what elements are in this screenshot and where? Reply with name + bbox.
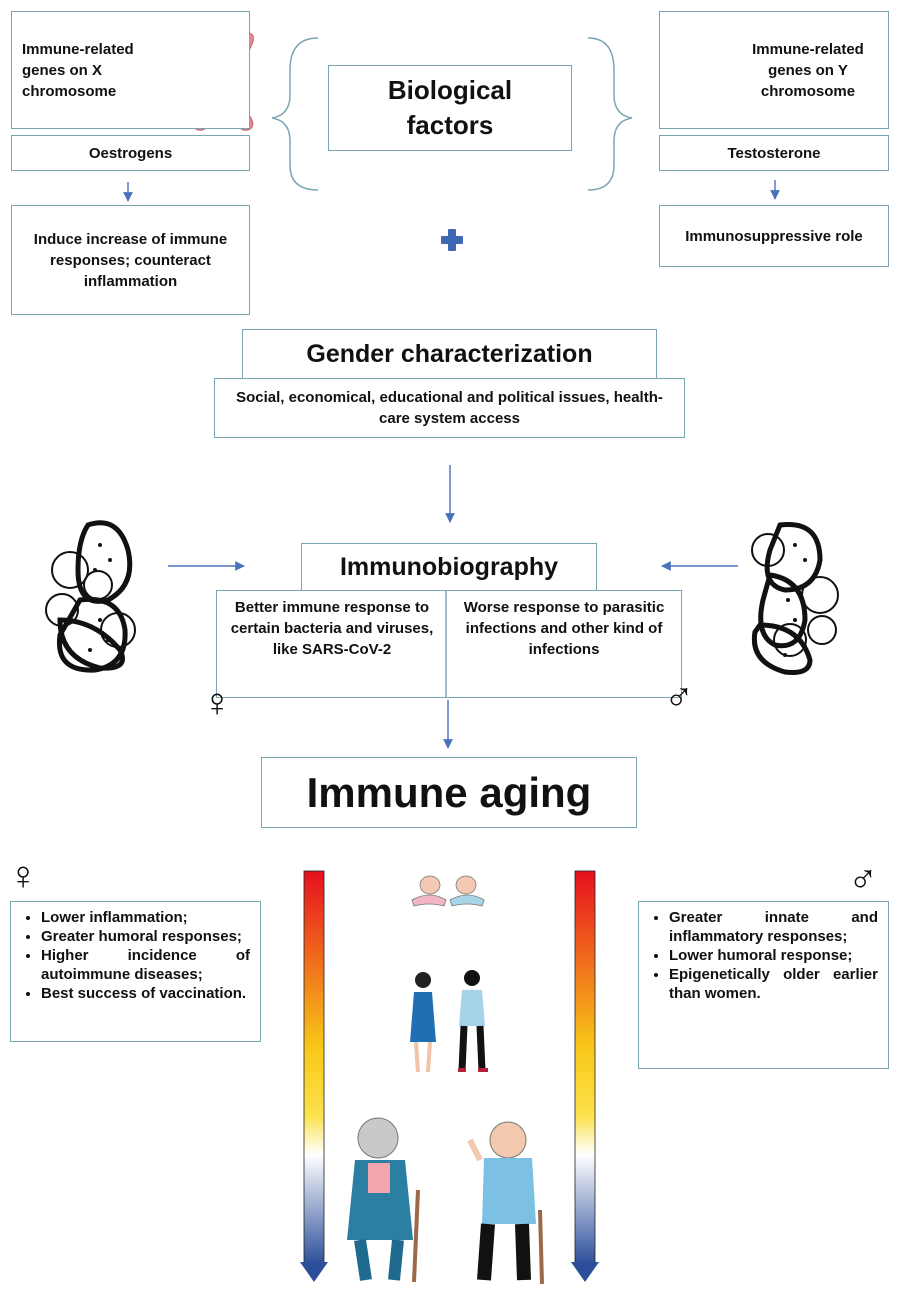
- biological-factors-box: Biological factors: [328, 65, 572, 151]
- female-aging-list: Lower inflammation; Greater humoral resp…: [10, 901, 261, 1042]
- male-aging-list: Greater innate and inflammatory response…: [638, 901, 889, 1069]
- immunobiography-details: Better immune response to certain bacter…: [216, 590, 682, 698]
- immunobiography-male-text: Worse response to parasitic infections a…: [463, 599, 665, 658]
- gender-characterization-title: Gender characterization: [306, 339, 593, 368]
- immunobiography-title: Immunobiography: [339, 552, 559, 581]
- right-brace: [587, 37, 633, 191]
- male-aging-item: Lower humoral response;: [669, 946, 878, 965]
- testosterone-effect-box: Immunosuppressive role: [659, 205, 889, 267]
- male-aging-symbol-icon: ♂: [848, 856, 878, 900]
- oestrogen-effect-box: Induce increase of immune responses; cou…: [11, 205, 250, 315]
- female-aging-symbol-icon: ♀: [8, 854, 38, 898]
- elderly-woman-icon: [347, 1117, 420, 1283]
- testosterone-effect-label: Immunosuppressive role: [685, 227, 863, 245]
- testosterone-box: Testosterone: [659, 135, 889, 171]
- male-aging-item: Epigenetically older earlier than women.: [669, 965, 878, 1003]
- biological-factors-title: Biological factors: [387, 74, 513, 140]
- gender-characterization-box: Gender characterization: [242, 329, 657, 379]
- oestrogens-box: Oestrogens: [11, 135, 250, 171]
- elderly-man-icon: [467, 1121, 544, 1285]
- left-aging-gradient-arrow: [300, 870, 328, 1282]
- testosterone-label: Testosterone: [727, 144, 821, 162]
- right-aging-gradient-arrow: [571, 870, 599, 1282]
- female-aging-item: Lower inflammation;: [41, 908, 250, 927]
- immunobiography-box: Immunobiography: [301, 543, 597, 591]
- oestrogen-effect-label: Induce increase of immune responses; cou…: [33, 230, 228, 290]
- female-symbol-icon: ♀: [202, 681, 232, 725]
- adult-man-icon: [458, 970, 488, 1072]
- male-symbol-icon: ♂: [664, 674, 694, 718]
- gender-issues-box: Social, economical, educational and poli…: [214, 378, 685, 438]
- y-genes-label: Immune-related genes on Y chromosome: [752, 40, 864, 100]
- y-genes-box: Immune-related genes on Y chromosome: [659, 11, 889, 129]
- pathogen-cluster-right-icon: [751, 521, 839, 675]
- immune-aging-box: Immune aging: [261, 757, 637, 828]
- female-aging-item: Greater humoral responses;: [41, 927, 250, 946]
- immunobiography-female-text: Better immune response to certain bacter…: [230, 599, 434, 658]
- pathogen-cluster-left-icon: [45, 520, 136, 673]
- x-genes-label: Immune-related genes on X chromosome: [22, 40, 134, 100]
- immune-aging-title: Immune aging: [306, 768, 592, 816]
- plus-icon: [441, 229, 463, 251]
- x-genes-box: Immune-related genes on X chromosome: [11, 11, 250, 129]
- female-aging-item: Higher incidence of autoimmune diseases;: [41, 946, 250, 984]
- oestrogens-label: Oestrogens: [88, 144, 173, 162]
- gender-issues-label: Social, economical, educational and poli…: [236, 389, 663, 427]
- adult-woman-icon: [410, 972, 436, 1073]
- left-brace: [271, 37, 319, 191]
- male-aging-item: Greater innate and inflammatory response…: [669, 908, 878, 946]
- babies-icon: [411, 875, 485, 907]
- female-aging-item: Best success of vaccination.: [41, 984, 250, 1003]
